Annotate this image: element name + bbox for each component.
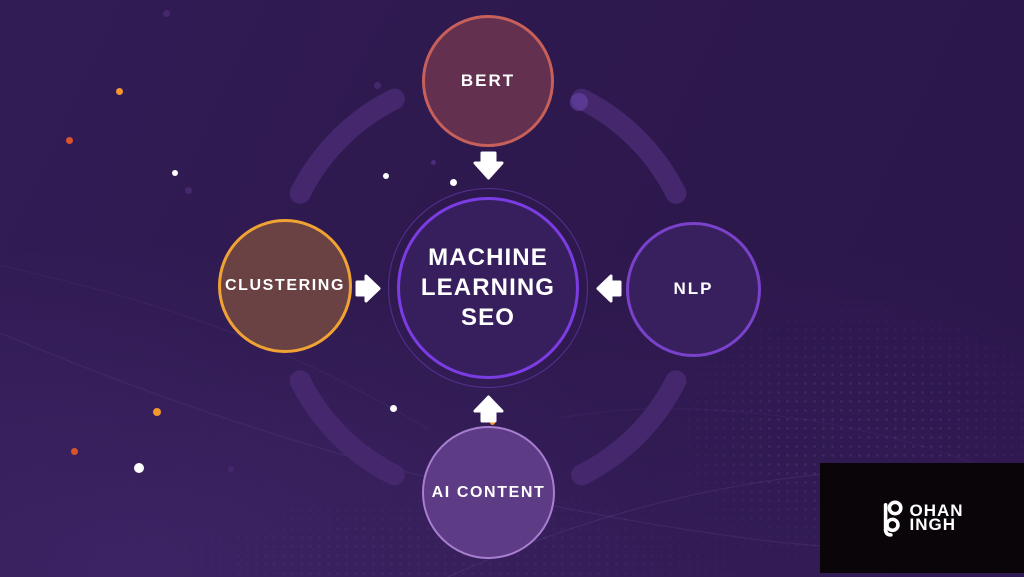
arrow-left-icon <box>596 274 622 303</box>
background-curve <box>0 264 431 431</box>
decor-dot <box>389 404 397 412</box>
decor-dot <box>228 466 234 472</box>
node-ai-content: AI CONTENT <box>422 426 555 559</box>
hub-label-line: MACHINE <box>428 244 548 271</box>
decor-dot <box>134 463 144 473</box>
watermark-line-2: INGH <box>909 515 956 534</box>
arrow-right-icon <box>355 274 381 303</box>
hub-label: MACHINE LEARNING SEO <box>421 243 555 333</box>
rs-monogram-icon <box>884 500 904 537</box>
watermark-text: OHAN INGH <box>909 501 964 534</box>
decor-dot <box>70 447 78 455</box>
decor-dot <box>172 170 178 176</box>
decor-dot <box>153 408 161 416</box>
author-watermark: OHAN INGH <box>820 463 1024 573</box>
decor-dot <box>184 186 192 194</box>
decor-dot <box>373 81 381 89</box>
orbit-arc-bottom-left <box>289 370 405 486</box>
hub-label-line: SEO <box>461 304 515 331</box>
decor-dot <box>115 87 123 95</box>
decor-dot <box>449 178 457 186</box>
node-nlp: NLP <box>626 222 761 357</box>
decor-dot <box>570 93 588 111</box>
hub-outer-ring <box>388 188 588 388</box>
decor-dot <box>430 159 436 165</box>
node-nlp-label: NLP <box>673 279 714 299</box>
node-machine-learning-seo: MACHINE LEARNING SEO <box>397 197 579 379</box>
node-clustering-label: CLUSTERING <box>225 277 345 295</box>
arrow-up-icon <box>473 395 504 423</box>
decor-dot <box>383 173 389 179</box>
node-clustering: CLUSTERING <box>218 219 352 353</box>
node-ai-content-label: AI CONTENT <box>431 483 546 501</box>
decor-dot <box>162 9 170 17</box>
orbit-arc-top-right <box>571 88 687 204</box>
node-bert: BERT <box>422 15 554 147</box>
decor-dot <box>65 136 73 144</box>
arrow-down-icon <box>473 151 504 180</box>
node-bert-label: BERT <box>460 70 516 90</box>
orbit-arc-bottom-right <box>571 370 687 486</box>
hub-label-line: LEARNING <box>420 274 556 301</box>
watermark-line-1: OHAN <box>909 501 964 520</box>
orbit-arc-top-left <box>289 88 405 204</box>
